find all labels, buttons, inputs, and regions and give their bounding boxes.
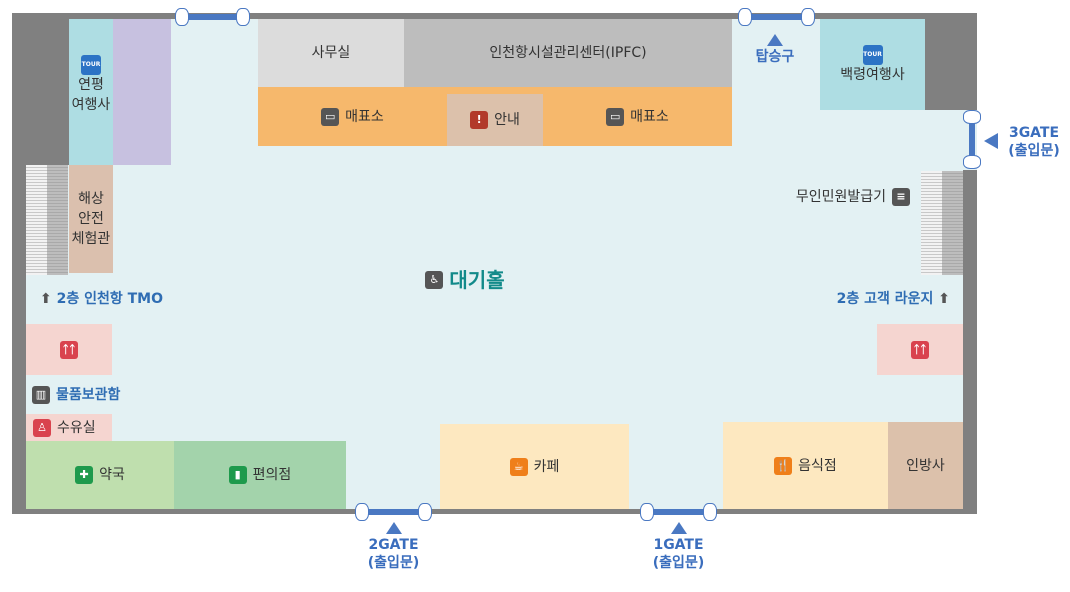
room-label: 안내 bbox=[494, 112, 520, 128]
pharmacy-icon: ✚ bbox=[75, 466, 94, 484]
gate-2[interactable]: 2GATE (출입문) bbox=[355, 522, 432, 572]
hall-label: ♿ 대기홀 bbox=[400, 265, 530, 295]
restroom-icon: ᛏᛏ bbox=[911, 340, 929, 359]
arrow-up-icon bbox=[385, 522, 402, 534]
room-label: 수유실 bbox=[57, 419, 96, 436]
link-tmo[interactable]: ⬆ 2층 인천항 TMO bbox=[40, 288, 240, 308]
gate-label: 2GATE bbox=[368, 537, 419, 553]
room-ipfc[interactable]: 인천항시설관리센터(IPFC) bbox=[404, 19, 732, 87]
link-label: 2층 고객 라운지 bbox=[836, 291, 934, 307]
restroom-right[interactable]: ᛏᛏ bbox=[877, 324, 963, 375]
room-label: 인천항시설관리센터(IPFC) bbox=[489, 45, 647, 61]
restroom-left[interactable]: ᛏᛏ bbox=[26, 324, 112, 375]
room-inbangsa[interactable]: 인방사 bbox=[888, 422, 963, 509]
room-label: 인방사 bbox=[906, 457, 945, 474]
gate-sublabel: (출입문) bbox=[367, 555, 420, 571]
arrow-up-icon: ⬆ bbox=[933, 291, 950, 307]
escalator-right bbox=[942, 171, 963, 275]
arrow-up-icon bbox=[767, 34, 783, 46]
store-icon: ▮ bbox=[228, 466, 247, 484]
escalator-left bbox=[47, 165, 68, 275]
room-label: 음식점 bbox=[798, 457, 837, 474]
room-label: 무인민원발급기 bbox=[795, 189, 886, 205]
room-label: 연평 여행사 bbox=[71, 77, 111, 113]
wall-block bbox=[925, 19, 963, 110]
coffee-icon: ☕ bbox=[509, 457, 528, 476]
room-baengnyeong-travel[interactable]: TOUR 백령여행사 bbox=[820, 19, 925, 110]
arrow-up-icon: ⬆ bbox=[40, 291, 57, 307]
wall-block bbox=[26, 19, 69, 165]
locker[interactable]: ▥ 물품보관함 bbox=[32, 384, 142, 406]
room-purple bbox=[113, 19, 171, 165]
restroom-icon: ᛏᛏ bbox=[60, 340, 78, 359]
gate-boarding[interactable]: 탑승구 bbox=[740, 34, 810, 66]
arrow-up-icon bbox=[670, 522, 687, 534]
room-pharmacy[interactable]: ✚ 약국 bbox=[26, 441, 174, 509]
room-label: 편의점 bbox=[252, 467, 292, 483]
room-label: 약국 bbox=[99, 467, 125, 483]
room-yeonpyeong-travel[interactable]: TOUR 연평 여행사 bbox=[69, 19, 113, 165]
ticket-icon: ▭ bbox=[321, 107, 340, 126]
gate-1[interactable]: 1GATE (출입문) bbox=[640, 522, 717, 572]
room-safety-experience[interactable]: 해상 안전 체험관 bbox=[69, 165, 113, 273]
room-label: 사무실 bbox=[311, 45, 351, 61]
luggage-icon: ▥ bbox=[32, 386, 50, 404]
document-icon: ≡ bbox=[892, 188, 910, 206]
room-convenience-store[interactable]: ▮ 편의점 bbox=[174, 441, 346, 509]
gate-sublabel: (출입문) bbox=[652, 555, 705, 571]
fork-knife-icon: 🍴 bbox=[774, 456, 793, 475]
tour-ship-icon: TOUR bbox=[862, 44, 883, 65]
room-restaurant[interactable]: 🍴 음식점 bbox=[723, 422, 888, 509]
arrow-left-icon bbox=[984, 133, 998, 149]
link-label: 2층 인천항 TMO bbox=[56, 291, 164, 307]
room-label: 매표소 bbox=[630, 108, 669, 125]
room-label: 매표소 bbox=[345, 108, 384, 125]
gate-label: 탑승구 bbox=[755, 49, 795, 65]
waiting-icon: ♿ bbox=[425, 271, 444, 289]
gate-label: 1GATE bbox=[653, 537, 704, 553]
hall-title: 대기홀 bbox=[449, 268, 505, 292]
room-label: 해상 안전 체험관 bbox=[71, 191, 111, 247]
escalator-right bbox=[921, 171, 942, 275]
room-cafe[interactable]: ☕ 카페 bbox=[440, 424, 629, 509]
room-ticket-left[interactable]: ▭ 매표소 bbox=[258, 87, 447, 146]
gate-3[interactable]: 3GATE (출입문) bbox=[1002, 124, 1066, 160]
room-ticket-right[interactable]: ▭ 매표소 bbox=[543, 87, 732, 146]
tour-ship-icon: TOUR bbox=[81, 55, 101, 75]
kiosk[interactable]: 무인민원발급기 ≡ bbox=[780, 186, 910, 208]
info-icon: ! bbox=[470, 111, 489, 129]
escalator-left bbox=[26, 165, 47, 275]
room-office[interactable]: 사무실 bbox=[258, 19, 404, 87]
room-label: 물품보관함 bbox=[56, 387, 121, 403]
gate-label: 3GATE bbox=[1008, 125, 1060, 141]
room-info[interactable]: ! 안내 bbox=[447, 94, 543, 146]
ticket-icon: ▭ bbox=[606, 107, 625, 126]
baby-icon: ♙ bbox=[33, 418, 51, 437]
room-nursing[interactable]: ♙ 수유실 bbox=[26, 414, 112, 441]
room-label: 백령여행사 bbox=[840, 66, 905, 83]
link-lounge[interactable]: 2층 고객 라운지 ⬆ bbox=[760, 288, 950, 308]
room-label: 카페 bbox=[533, 458, 560, 475]
gate-sublabel: (출입문) bbox=[1008, 143, 1060, 159]
